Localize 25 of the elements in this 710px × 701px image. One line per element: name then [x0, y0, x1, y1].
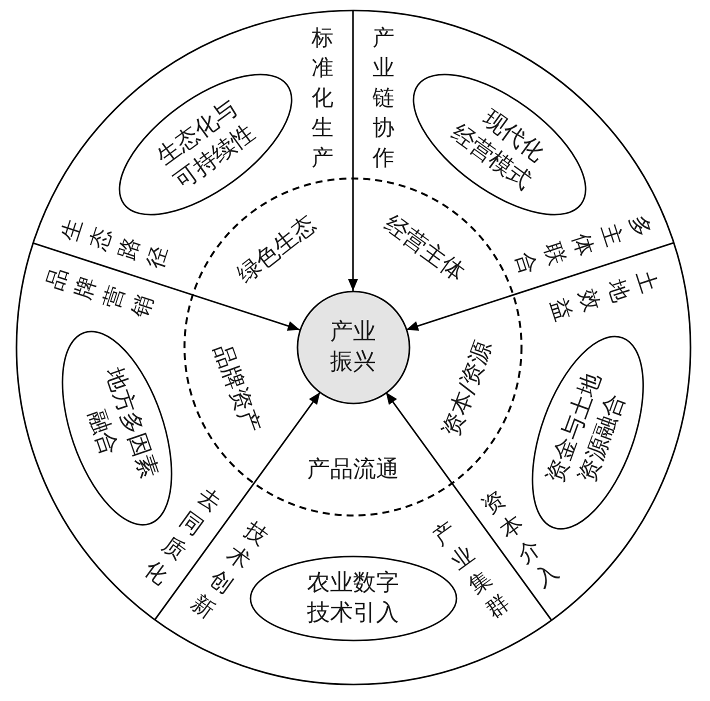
arrow	[385, 392, 552, 620]
ring-label: 产品流通	[307, 458, 399, 482]
node-label: 现代化经营模式	[445, 104, 550, 196]
ellipse	[118, 73, 294, 216]
ring-label: 品牌资产	[210, 342, 263, 437]
ellipse	[412, 73, 588, 216]
node-label: 产业振兴	[329, 318, 377, 377]
node-label: 资金与土地资源融合	[540, 368, 631, 488]
outer-circle	[14, 8, 692, 686]
center-circle	[296, 290, 410, 404]
spoke-label: 标准化生产	[310, 24, 335, 173]
arrow	[348, 10, 358, 291]
ellipse	[60, 330, 173, 527]
node-label: 生态化与可持续性	[151, 94, 261, 196]
spoke-label: 土地效益	[544, 266, 662, 326]
arrow	[32, 242, 300, 331]
arrow	[154, 392, 321, 620]
node-label: 农业数字技术引入	[306, 569, 400, 628]
node-label: 地方多因素融合	[82, 364, 163, 484]
ring-label: 绿色生态	[234, 212, 321, 288]
ring-label: 资本/资源	[440, 338, 496, 440]
spoke-label: 产业链协作	[371, 24, 396, 173]
arrow	[406, 242, 674, 331]
ellipse	[531, 334, 645, 530]
ring-label: 经营主体	[380, 212, 468, 286]
